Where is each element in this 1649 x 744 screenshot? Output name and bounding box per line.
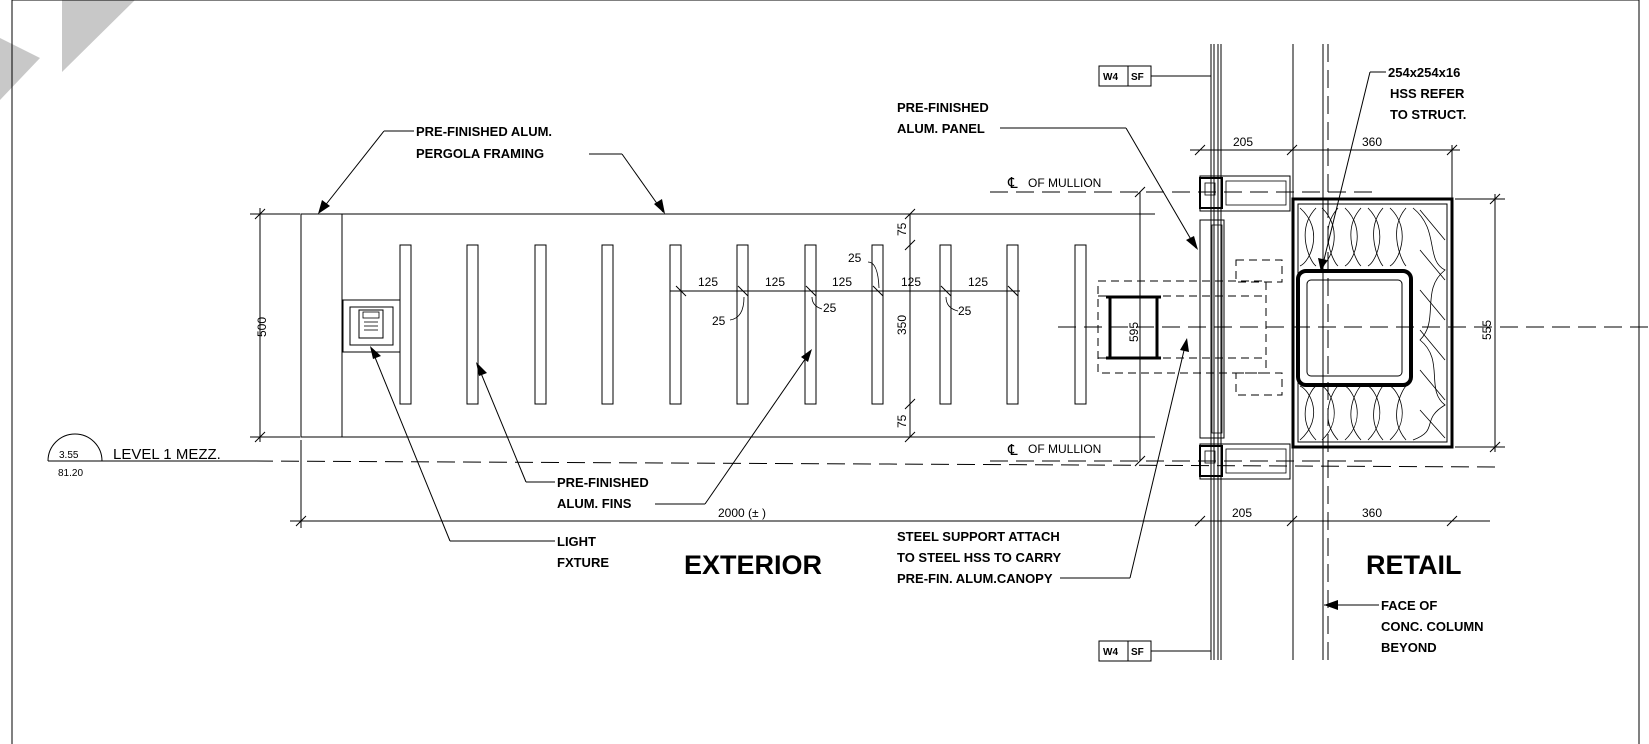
dimension-overall-width: 2000 (± ) 205 360: [290, 440, 1490, 528]
dimension-fin-thickness-4: 25: [958, 304, 972, 318]
dimension-fin-thickness-1: 25: [712, 314, 726, 328]
hss-label-line-1: 254x254x16: [1388, 65, 1460, 80]
dimension-wall-top: 205: [1233, 135, 1253, 149]
panel-label-line-2: ALUM. PANEL: [897, 121, 985, 136]
steel-support: 595: [1058, 259, 1649, 396]
callout-light-fixture: LIGHT FXTURE: [370, 346, 609, 570]
dimension-spacing-5: 125: [968, 275, 988, 289]
dimension-column-top: 360: [1362, 135, 1382, 149]
dimension-bottom-offset: 75: [895, 414, 909, 428]
light-label-line-1: LIGHT: [557, 534, 596, 549]
dimension-top-string: 205 360: [1190, 135, 1460, 200]
level-top-value: 3.55: [59, 450, 79, 461]
centerline-symbol-top: ℄: [1007, 175, 1018, 192]
steel-label-line-3: PRE-FIN. ALUM.CANOPY: [897, 571, 1053, 586]
column-label-line-3: BEYOND: [1381, 640, 1437, 655]
dimension-fin-thickness-3: 25: [848, 251, 862, 265]
wall-type-tag-top: W4 SF: [1098, 65, 1211, 87]
dimension-595: 595: [1127, 322, 1141, 342]
callout-steel-support: STEEL SUPPORT ATTACH TO STEEL HSS TO CAR…: [897, 338, 1189, 586]
light-label-line-2: FXTURE: [557, 555, 609, 570]
hss-label-line-2: HSS REFER: [1390, 86, 1465, 101]
wall-assembly: [1199, 44, 1324, 660]
steel-label-line-1: STEEL SUPPORT ATTACH: [897, 529, 1060, 544]
panel-label-line-1: PRE-FINISHED: [897, 100, 989, 115]
level-bottom-value: 81.20: [58, 468, 83, 479]
pergola-label-line-2: PERGOLA FRAMING: [416, 146, 544, 161]
wall-type-bottom-suffix: SF: [1131, 647, 1144, 658]
callout-pergola-framing: PRE-FINISHED ALUM. PERGOLA FRAMING: [318, 124, 665, 214]
column-label-line-2: CONC. COLUMN: [1381, 619, 1484, 634]
dimension-fin-height: 75 350 75: [895, 208, 916, 443]
mullion-bottom-label: OF MULLION: [1028, 442, 1101, 456]
watermark: [0, 0, 135, 100]
callout-alum-panel: PRE-FINISHED ALUM. PANEL: [897, 100, 1198, 250]
mullion-centerlines: ℄ OF MULLION ℄ OF MULLION: [990, 175, 1380, 467]
dimension-500: 500: [255, 317, 269, 337]
dimension-spacing-2: 125: [765, 275, 785, 289]
dimension-column-bottom: 360: [1362, 506, 1382, 520]
dimension-555: 555: [1480, 320, 1494, 340]
dimension-fin-thickness-2: 25: [823, 301, 837, 315]
dimension-wall-bottom: 205: [1232, 506, 1252, 520]
exterior-label: EXTERIOR: [684, 550, 822, 580]
fins-label-line-1: PRE-FINISHED: [557, 475, 649, 490]
dimension-spacing-3: 125: [832, 275, 852, 289]
wall-type-bottom-code: W4: [1103, 647, 1118, 658]
steel-label-line-2: TO STEEL HSS TO CARRY: [897, 550, 1062, 565]
dimension-spacing-4: 125: [901, 275, 921, 289]
callout-concrete-column: FACE OF CONC. COLUMN BEYOND: [1324, 598, 1484, 655]
callout-fins: PRE-FINISHED ALUM. FINS: [476, 349, 812, 511]
dimension-top-offset: 75: [895, 222, 909, 236]
callout-hss: 254x254x16 HSS REFER TO STRUCT.: [1318, 65, 1466, 272]
wall-type-top-code: W4: [1103, 72, 1118, 83]
dimension-overall-height: 500: [250, 208, 300, 443]
wall-type-top-suffix: SF: [1131, 72, 1144, 83]
dimension-spacing-1: 125: [698, 275, 718, 289]
fins-label-line-2: ALUM. FINS: [557, 496, 632, 511]
wall-type-tag-bottom: W4 SF: [1098, 640, 1211, 662]
fin-spacing-dimensions: 125 125 125 125 125 25 25 25 25: [670, 251, 1020, 328]
centerline-symbol-bottom: ℄: [1007, 442, 1018, 459]
level-name: LEVEL 1 MEZZ.: [113, 446, 221, 463]
pergola-label-line-1: PRE-FINISHED ALUM.: [416, 124, 552, 139]
hss-column: 555: [1291, 44, 1505, 660]
light-fixture: [342, 299, 401, 353]
mullion-top-label: OF MULLION: [1028, 176, 1101, 190]
dimension-fin-depth: 350: [895, 315, 909, 335]
pergola-framing: [300, 213, 1155, 438]
retail-label: RETAIL: [1366, 550, 1462, 580]
aluminum-fins: [399, 244, 1087, 405]
sheet-border: [11, 0, 1640, 744]
dimension-2000: 2000 (± ): [718, 506, 766, 520]
hss-label-line-3: TO STRUCT.: [1390, 107, 1466, 122]
level-marker: 3.55 81.20 LEVEL 1 MEZZ.: [47, 433, 1501, 479]
column-label-line-1: FACE OF: [1381, 598, 1437, 613]
